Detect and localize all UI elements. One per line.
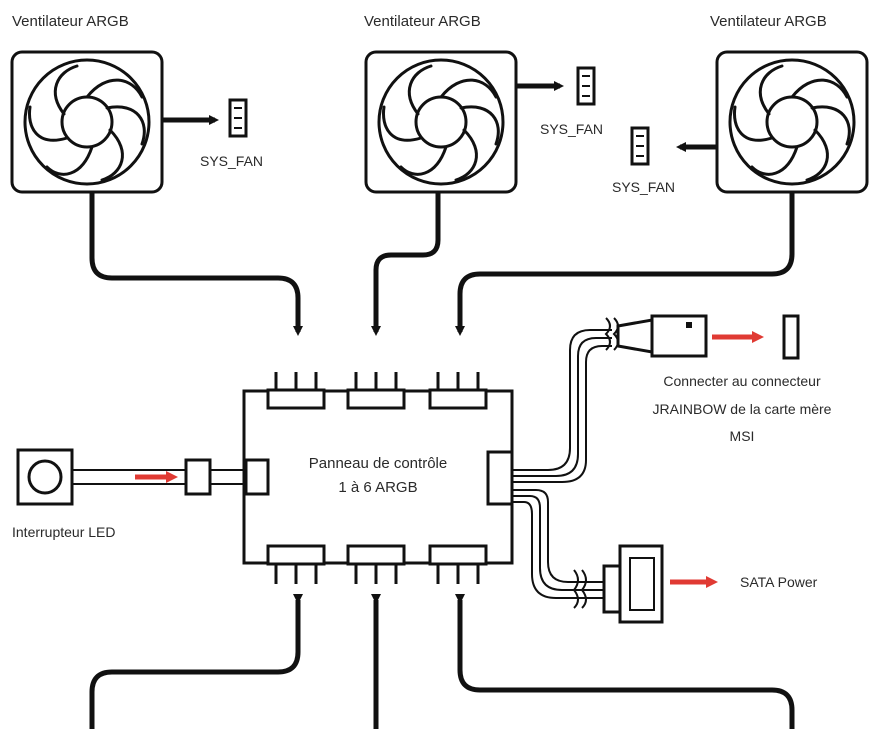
fan-2-sysfan-label: SYS_FAN <box>540 121 603 137</box>
hub-led-port <box>244 458 270 496</box>
fan-1-cable <box>89 192 303 336</box>
fan-2-label: Ventilateur ARGB <box>364 13 481 30</box>
led-switch-icon <box>16 448 74 506</box>
fan-3-sysfan-connector-icon <box>630 126 650 166</box>
jrainbow-header-icon <box>782 314 800 360</box>
hub-bottom-ports <box>266 544 488 584</box>
fan-1-label: Ventilateur ARGB <box>12 13 129 30</box>
jrainbow-plug-icon <box>616 318 654 354</box>
fan-1-sysfan-label: SYS_FAN <box>200 153 263 169</box>
hub-power-connector <box>486 450 514 506</box>
hub-title-line1: Panneau de contrôle <box>309 455 447 472</box>
fan-3-cable <box>455 192 795 336</box>
jrainbow-text-line2: JRAINBOW de la carte mère <box>653 401 832 417</box>
fan-2-icon <box>364 50 518 194</box>
argb-hub <box>242 389 514 565</box>
fan-1-sysfan-connector-icon <box>228 98 248 138</box>
fan-3-label: Ventilateur ARGB <box>710 13 827 30</box>
fan-2-cable <box>371 192 441 336</box>
fan-1-icon <box>10 50 164 194</box>
fan-3-sysfan-label: SYS_FAN <box>612 179 675 195</box>
bottom-cable-1 <box>89 594 303 729</box>
fan-3-icon <box>715 50 869 194</box>
hub-output-cables <box>512 329 612 599</box>
jrainbow-text-line3: MSI <box>730 428 755 444</box>
sata-label: SATA Power <box>740 574 818 590</box>
bottom-cable-3 <box>455 594 795 729</box>
fan-2-sysfan-connector-icon <box>576 66 596 106</box>
led-switch-label: Interrupteur LED <box>12 524 116 540</box>
jrainbow-text-line1: Connecter au connecteur <box>663 373 821 389</box>
hub-title-line2: 1 à 6 ARGB <box>338 479 417 496</box>
hub-top-ports <box>266 372 488 410</box>
